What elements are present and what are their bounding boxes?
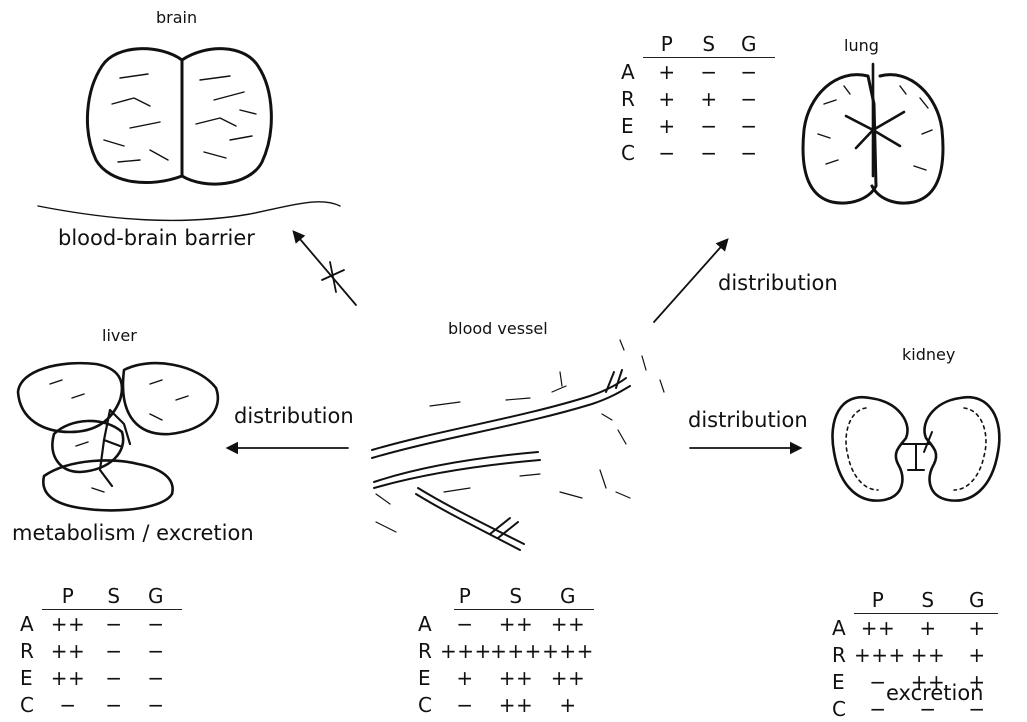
col-header: P (854, 590, 902, 610)
table-cell: − (854, 699, 902, 719)
row-label: A (621, 62, 643, 82)
table-cell: − (727, 89, 771, 109)
table-cell: − (134, 695, 178, 715)
blood-vessel-label: blood vessel (448, 321, 548, 337)
table-cell: − (902, 699, 954, 719)
table-cell: − (94, 668, 134, 688)
table-cell: − (134, 641, 178, 661)
kidney-drawing (833, 397, 1000, 500)
liver-adme-table: P S G A++−− R++−− E++−− C−−− (20, 580, 182, 718)
table-cell: + (954, 645, 1000, 665)
table-cell: − (94, 695, 134, 715)
table-cell: +++ (542, 641, 594, 661)
row-label: E (418, 668, 440, 688)
vessel-adme-table: P S G A−++++ R+++++++++ E+++++ C−+++ (418, 580, 594, 718)
table-cell: +++ (440, 641, 490, 661)
row-label: E (20, 668, 42, 688)
table-cell: + (440, 668, 490, 688)
row-label: R (20, 641, 42, 661)
table-cell: − (954, 699, 1000, 719)
col-header: G (954, 590, 1000, 610)
row-label: C (832, 699, 854, 719)
brain-drawing (87, 49, 271, 184)
table-cell: + (542, 695, 594, 715)
col-header: G (134, 586, 178, 606)
table-cell: ++ (490, 695, 542, 715)
row-label: A (20, 614, 42, 634)
row-label: E (621, 116, 643, 136)
table-cell: ++ (854, 618, 902, 638)
col-header: G (542, 586, 594, 606)
table-cell: +++ (490, 641, 542, 661)
table-cell: ++ (902, 672, 954, 692)
blood-vessel-drawing (372, 340, 664, 550)
table-cell: − (42, 695, 94, 715)
table-cell: − (691, 143, 727, 163)
table-cell: ++ (42, 614, 94, 634)
table-cell: ++ (902, 645, 954, 665)
row-label: C (621, 143, 643, 163)
brain-label: brain (156, 10, 197, 26)
table-cell: +++ (854, 645, 902, 665)
row-label: E (832, 672, 854, 692)
col-header: P (643, 34, 691, 54)
table-cell: − (691, 62, 727, 82)
row-label: R (621, 89, 643, 109)
blood-brain-barrier-line (38, 202, 340, 221)
table-cell: − (440, 614, 490, 634)
col-header: P (42, 586, 94, 606)
table-cell: − (727, 62, 771, 82)
table-cell: ++ (542, 614, 594, 634)
liver-drawing (18, 363, 218, 510)
table-cell: + (643, 62, 691, 82)
table-cell: − (854, 672, 902, 692)
arrow-to-lung (654, 240, 727, 322)
lung-adme-table: P S G A+−− R++− E+−− C−−− (621, 28, 775, 166)
table-cell: − (134, 614, 178, 634)
kidney-label: kidney (902, 347, 955, 363)
row-label: R (832, 645, 854, 665)
table-cell: + (954, 618, 1000, 638)
col-header: S (902, 590, 954, 610)
table-cell: ++ (490, 668, 542, 688)
table-cell: − (94, 614, 134, 634)
col-header: S (691, 34, 727, 54)
table-cell: − (134, 668, 178, 688)
arrow-to-brain (294, 232, 356, 305)
table-cell: ++ (42, 668, 94, 688)
table-cell: − (643, 143, 691, 163)
row-label: A (832, 618, 854, 638)
table-cell: ++ (42, 641, 94, 661)
table-cell: + (902, 618, 954, 638)
lung-drawing (803, 64, 943, 203)
liver-label: liver (102, 328, 137, 344)
row-label: C (418, 695, 440, 715)
distribution-lung-label: distribution (718, 273, 838, 294)
table-cell: ++ (490, 614, 542, 634)
row-label: C (20, 695, 42, 715)
row-label: A (418, 614, 440, 634)
table-cell: − (727, 116, 771, 136)
table-cell: + (691, 89, 727, 109)
table-cell: − (94, 641, 134, 661)
liver-process-label: metabolism / excretion (12, 523, 254, 544)
table-cell: − (440, 695, 490, 715)
col-header: P (440, 586, 490, 606)
table-cell: − (691, 116, 727, 136)
distribution-liver-label: distribution (234, 406, 354, 427)
kidney-adme-table: P S G A++++ R++++++ E−+++ C−−− (832, 584, 1000, 722)
table-cell: ++ (542, 668, 594, 688)
table-cell: − (727, 143, 771, 163)
table-cell: + (643, 116, 691, 136)
lung-label: lung (844, 38, 879, 54)
blood-brain-barrier-label: blood-brain barrier (58, 228, 255, 249)
row-label: R (418, 641, 440, 661)
table-cell: + (643, 89, 691, 109)
col-header: S (490, 586, 542, 606)
distribution-kidney-label: distribution (688, 410, 808, 431)
col-header: G (727, 34, 771, 54)
table-cell: + (954, 672, 1000, 692)
col-header: S (94, 586, 134, 606)
